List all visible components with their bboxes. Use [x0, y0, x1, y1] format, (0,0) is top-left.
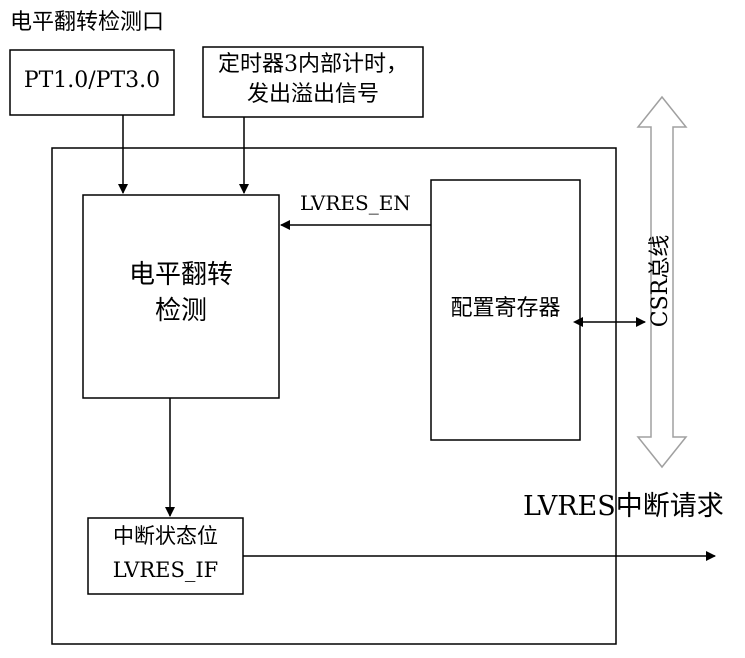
enable-signal-label: LVRES_EN — [300, 191, 411, 215]
port-title: 电平翻转检测口 — [10, 10, 165, 35]
port-box-label: PT1.0/PT3.0 — [23, 68, 161, 93]
module-frame — [51, 147, 617, 645]
status-box-line1: 中断状态位 — [113, 524, 218, 548]
interrupt-request-label: LVRES中断请求 — [523, 491, 724, 522]
csr-bus-arrow — [636, 95, 688, 469]
timer-box-line2: 发出溢出信号 — [246, 82, 379, 107]
timer-box-line1: 定时器3内部计时， — [218, 52, 408, 77]
config-register-box — [430, 179, 581, 441]
detect-box-line2: 检测 — [154, 296, 207, 326]
timer-box — [202, 46, 424, 118]
csr-bus-label: CSR总线 — [648, 234, 673, 328]
detect-box-line1: 电平翻转 — [128, 260, 233, 290]
port-box — [9, 49, 175, 116]
config-register-label: 配置寄存器 — [450, 296, 561, 321]
status-box-line2: LVRES_IF — [112, 558, 219, 582]
detect-box — [82, 194, 280, 399]
